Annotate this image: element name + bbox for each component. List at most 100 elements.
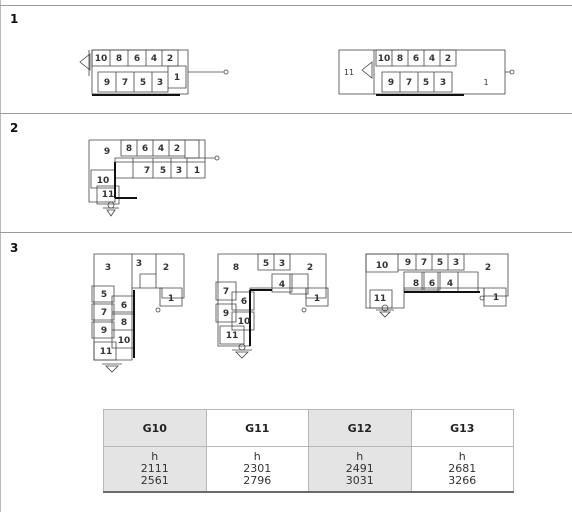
cabinet-label-8: 8: [126, 144, 132, 154]
unit-label: h: [356, 450, 364, 463]
height-value: 2491: [345, 462, 374, 475]
cabinet-label-7: 7: [421, 258, 427, 268]
section-number-1: 1: [10, 12, 19, 26]
cabinet-label-2: 2: [174, 144, 180, 154]
plan-outline: [301, 307, 307, 313]
cabinet-label-9: 9: [104, 78, 110, 88]
cabinet-label-5: 5: [101, 290, 107, 300]
door-arrow-icon: [106, 209, 116, 217]
cabinet-label-11: 11: [102, 190, 115, 200]
cabinet-label-7: 7: [223, 287, 229, 297]
cabinet-label-5: 5: [140, 78, 146, 88]
plan-outline: [131, 254, 157, 288]
cabinet-label-5: 5: [437, 258, 443, 268]
wardrobe-plan-corner-right: 10 9 7 5 3 2 8 6 4 11 1: [365, 253, 509, 318]
plan-outline: [114, 157, 206, 179]
section-divider: [0, 232, 572, 233]
table-cell-g11: h 2301 2796: [205, 446, 309, 493]
cabinet-label-2: 2: [167, 54, 173, 64]
column-header-g12: G12: [308, 409, 412, 447]
unit-label: h: [458, 450, 466, 463]
height-value: 3266: [448, 474, 477, 487]
cabinet-label-9: 9: [101, 326, 107, 336]
wardrobe-plan-corner: 9 8 6 4 2 7 5 3 1 10 11: [88, 139, 220, 217]
plan-outline: [215, 253, 329, 359]
cabinet-label-5: 5: [160, 166, 166, 176]
cabinet-label-2: 2: [163, 263, 169, 273]
cabinet-label-6: 6: [121, 301, 127, 311]
plan-outline: [365, 253, 465, 273]
plan-outline: [91, 49, 179, 67]
cabinet-label-7: 7: [406, 78, 412, 88]
door-arrow-icon: [379, 311, 391, 318]
cabinet-label-2: 2: [485, 263, 491, 273]
plan-outline: [159, 287, 183, 307]
plan-outline: [97, 65, 187, 93]
cabinet-label-5: 5: [423, 78, 429, 88]
cabinet-label-6: 6: [413, 54, 419, 64]
cabinet-label-8: 8: [413, 279, 419, 289]
cabinet-label-7: 7: [101, 308, 107, 318]
plan-outline: [381, 71, 453, 93]
cabinet-label-11: 11: [100, 347, 113, 357]
section-divider: [0, 113, 572, 114]
height-value: 3031: [345, 474, 374, 487]
cabinet-label-6: 6: [142, 144, 148, 154]
cabinet-label-10: 10: [95, 54, 108, 64]
cabinet-label-11: 11: [226, 331, 239, 341]
cabinet-label-4: 4: [279, 280, 285, 290]
cabinet-label-9: 9: [104, 147, 110, 157]
column-header-g10: G10: [103, 409, 207, 447]
cabinet-label-6: 6: [429, 279, 435, 289]
plan-outline: [479, 295, 485, 301]
unit-label: h: [151, 450, 159, 463]
cabinet-label-3b: 3: [136, 259, 142, 269]
plan-outline: [257, 253, 291, 271]
cabinet-label-6: 6: [241, 297, 247, 307]
plan-outline: [403, 271, 479, 293]
cabinet-label-8: 8: [116, 54, 122, 64]
cabinet-label-3: 3: [157, 78, 163, 88]
cabinet-label-9: 9: [388, 78, 394, 88]
height-value: 2681: [448, 462, 477, 475]
cabinet-label-1: 1: [194, 166, 200, 176]
plan-outline: [305, 287, 329, 307]
door-arrow-icon: [79, 53, 91, 71]
cabinet-label-8: 8: [121, 318, 127, 328]
plan-outline: [375, 49, 457, 67]
height-value: 2301: [243, 462, 272, 475]
cabinet-label-2: 2: [445, 54, 451, 64]
cabinet-label-1: 1: [168, 294, 174, 304]
cabinet-label-11: 11: [374, 294, 387, 304]
plan-outline: [79, 49, 229, 95]
cabinet-label-3: 3: [453, 258, 459, 268]
cabinet-label-4: 4: [158, 144, 164, 154]
height-value: 2796: [243, 474, 272, 487]
cabinet-label-1: 1: [174, 73, 180, 83]
section-number-2: 2: [10, 121, 19, 135]
plan-outline: [214, 155, 220, 161]
cabinet-label-8: 8: [397, 54, 403, 64]
table-row: h 2111 2561 h 2301 2796 h 2491 3031 h 26…: [103, 446, 514, 493]
cabinet-label-10: 10: [378, 54, 391, 64]
plan-outline: [91, 285, 135, 361]
cabinet-label-10: 10: [97, 176, 110, 186]
cabinet-label-9: 9: [405, 258, 411, 268]
cabinet-label-3: 3: [279, 259, 285, 269]
unit-label: h: [253, 450, 261, 463]
door-arrow-icon: [361, 61, 373, 79]
table-cell-g10: h 2111 2561: [103, 446, 207, 493]
plan-outline: [509, 69, 515, 75]
wardrobe-plan-straight-left: 10 8 6 4 2 9 7 5 3 1: [79, 49, 229, 96]
cabinet-label-3: 3: [440, 78, 446, 88]
column-header-g13: G13: [410, 409, 514, 447]
wardrobe-plan-corner-left-a: 3 3 2 1 5 6 7 8 9 10 11: [91, 253, 185, 373]
door-arrow-icon: [105, 365, 119, 373]
height-table: G10 G11 G12 G13 h 2111 2561 h 2301 2796 …: [103, 409, 514, 493]
section-number-3: 3: [10, 241, 19, 255]
height-value: 2561: [140, 474, 169, 487]
cabinet-label-9: 9: [223, 309, 229, 319]
plan-outline: [120, 139, 200, 159]
cabinet-label-1: 1: [493, 293, 499, 303]
